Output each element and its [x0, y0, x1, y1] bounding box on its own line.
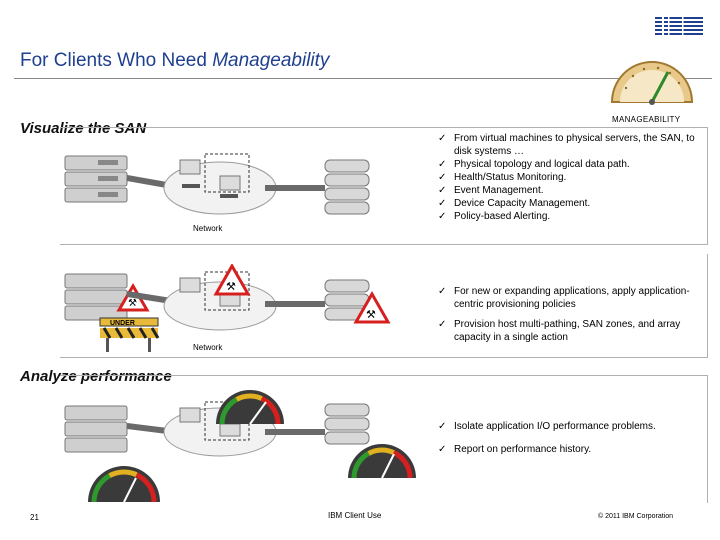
page-title: For Clients Who Need Manageability: [20, 50, 330, 71]
manageability-label: MANAGEABILITY: [612, 115, 681, 124]
warning-icon: ⚒: [353, 290, 391, 324]
ibm-logo: [655, 16, 703, 38]
network-label: Network: [193, 343, 223, 352]
section-heading-visualize: Visualize the SAN: [20, 120, 147, 137]
title-divider: [14, 78, 712, 79]
bullet-item: Physical topology and logical data path.: [438, 158, 703, 171]
performance-gauge-icon: [348, 444, 416, 479]
speedometer-icon: [610, 61, 694, 105]
san-fabric-cloud: [163, 271, 277, 331]
page-number: 21: [30, 513, 39, 522]
performance-diagram: [64, 390, 416, 503]
section-heading-analyze: Analyze performance: [20, 368, 172, 385]
bullet-item: Event Management.: [438, 184, 703, 197]
analyze-bullet-list: Isolate application I/O performance prob…: [438, 420, 703, 456]
bullet-item: Health/Status Monitoring.: [438, 171, 703, 184]
disk-array-icon: [324, 159, 370, 215]
svg-text:⚒: ⚒: [128, 298, 137, 309]
bullet-item: Report on performance history.: [438, 443, 703, 456]
bullet-item: From virtual machines to physical server…: [438, 132, 703, 158]
section-frame-visualize: [60, 127, 708, 245]
bullet-item: Provision host multi-pathing, SAN zones,…: [438, 318, 703, 344]
network-label: Network: [193, 224, 223, 233]
barrier-label: UNDER: [110, 320, 135, 327]
bullet-item: Device Capacity Management.: [438, 197, 703, 210]
san-fabric-cloud: [163, 153, 277, 215]
bullet-item: For new or expanding applications, apply…: [438, 285, 703, 311]
disk-array-icon: [324, 403, 370, 445]
svg-text:⚒: ⚒: [366, 308, 376, 321]
visualize-bullet-list: From virtual machines to physical server…: [438, 132, 703, 223]
classification-label: IBM Client Use: [328, 511, 382, 520]
under-construction-barrier: UNDER: [99, 317, 160, 352]
performance-gauge-icon: [88, 466, 160, 503]
section-frame-analyze: [60, 375, 708, 503]
bullet-item: Isolate application I/O performance prob…: [438, 420, 703, 433]
warning-icon: ⚒: [213, 264, 251, 296]
provisioning-diagram: UNDER ⚒ ⚒ ⚒: [64, 264, 391, 352]
section-frame-provision: [60, 254, 708, 358]
server-rack-icon: [64, 155, 128, 203]
svg-text:⚒: ⚒: [226, 280, 236, 293]
san-topology-diagram: [64, 153, 370, 215]
provision-bullet-list: For new or expanding applications, apply…: [438, 285, 703, 344]
copyright: © 2011 IBM Corporation: [598, 513, 674, 520]
bullet-item: Policy-based Alerting.: [438, 210, 703, 223]
performance-gauge-icon: [216, 390, 284, 425]
server-rack-icon: [64, 273, 128, 321]
server-rack-icon: [64, 405, 128, 453]
